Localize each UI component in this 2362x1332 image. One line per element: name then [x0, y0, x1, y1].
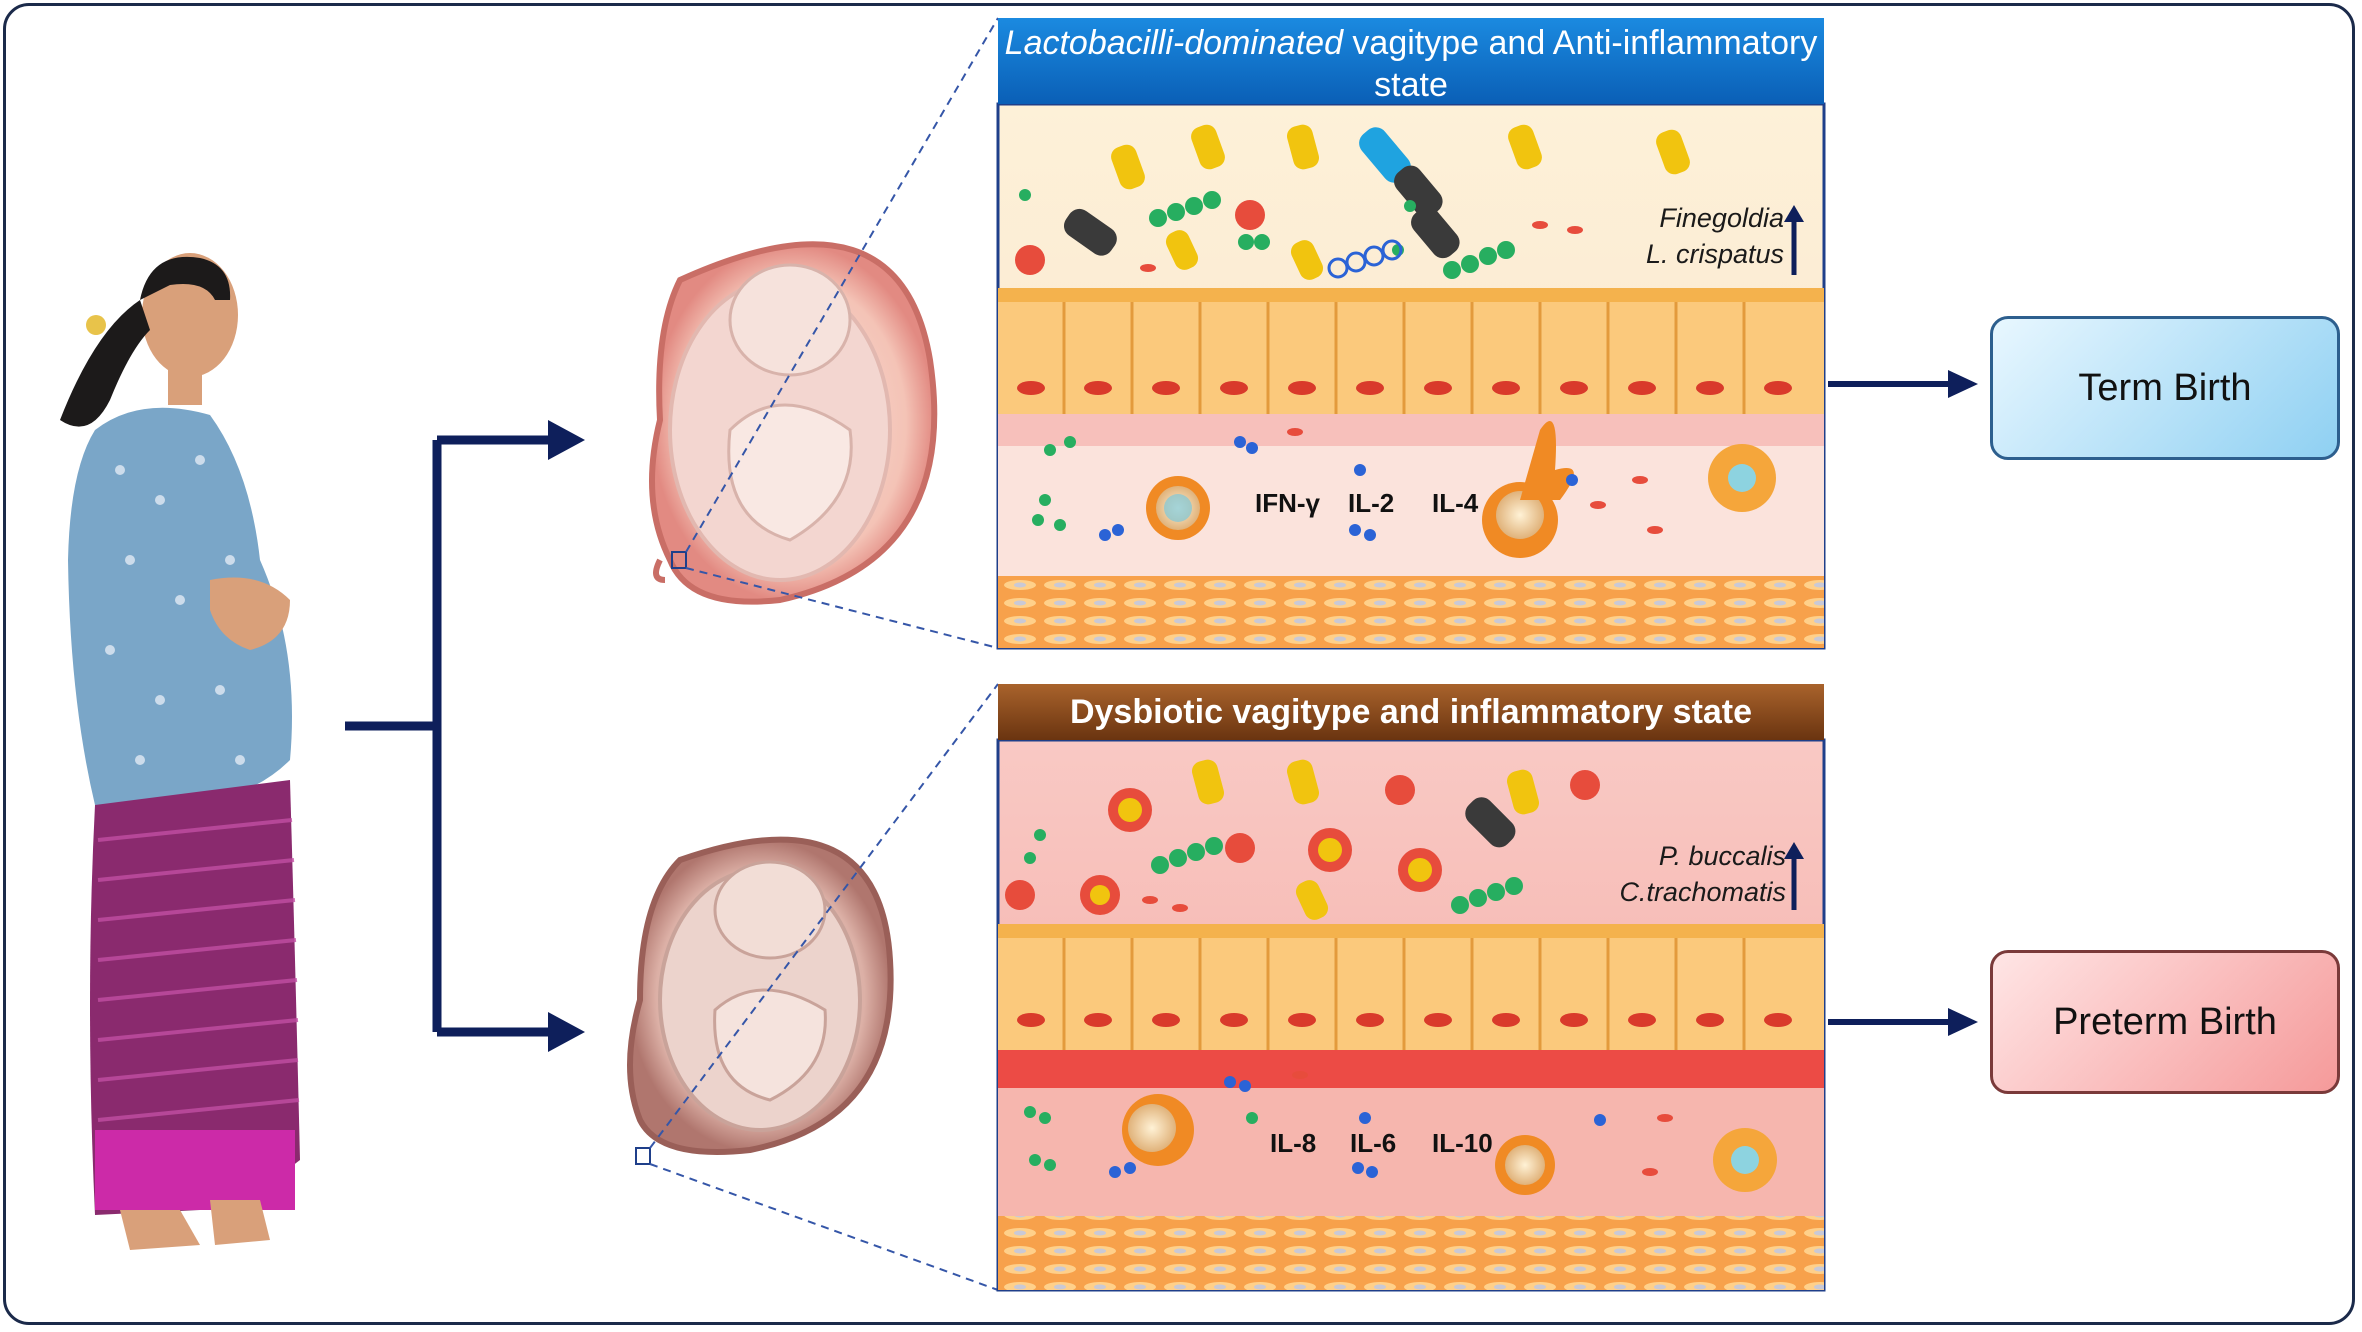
bottom-cytokine-1: IL-8 [1270, 1128, 1317, 1158]
zoom-line-top-1 [685, 17, 999, 553]
top-cytokine-3: IL-4 [1432, 488, 1479, 518]
arrow-head-top [548, 420, 585, 460]
top-panel-illustration [996, 102, 1826, 650]
bacteria-bottom [1005, 759, 1600, 920]
bottom-taxa-labels: P. buccalis C.trachomatis [1560, 838, 1786, 910]
bottom-taxa-1: P. buccalis [1658, 841, 1786, 871]
bacteria-top [1015, 124, 1690, 280]
zoom-line-bottom-1 [649, 683, 999, 1149]
top-taxa-1: Finegoldia [1659, 203, 1784, 233]
uterus-top-illustration [649, 241, 938, 605]
zoom-line-top-2 [685, 567, 999, 649]
zoom-line-bottom-2 [649, 1163, 999, 1291]
top-cytokine-2: IL-2 [1348, 488, 1395, 518]
figure-frame [3, 3, 2355, 1325]
top-taxa-labels: Finegoldia L. crispatus [1612, 200, 1784, 272]
top-panel-title: Lactobacilli-dominated vagitype and Anti… [998, 18, 1824, 104]
arrow-head-term [1948, 370, 1978, 398]
preterm-birth-box: Preterm Birth [1990, 950, 2340, 1094]
arrow-head-bottom [548, 1012, 585, 1052]
immune-cells-bottom [1122, 1094, 1777, 1195]
bottom-panel-title: Dysbiotic vagitype and inflammatory stat… [998, 684, 1824, 740]
preterm-birth-label: Preterm Birth [2053, 1000, 2277, 1043]
term-birth-box: Term Birth [1990, 316, 2340, 460]
branch-arrows [345, 435, 555, 1037]
top-panel-title-italic: Lactobacilli-dominated [1004, 24, 1343, 62]
arrow-head-preterm [1948, 1008, 1978, 1036]
bottom-panel-illustration [996, 738, 1826, 1292]
top-panel-title-rest: vagitype and Anti-inflammatory state [1342, 24, 1818, 104]
bottom-taxa-2: C.trachomatis [1619, 877, 1786, 907]
bottom-cytokine-3: IL-10 [1432, 1128, 1493, 1158]
term-birth-label: Term Birth [2078, 366, 2252, 409]
top-taxa-2: L. crispatus [1645, 239, 1784, 269]
pregnant-woman-illustration [60, 253, 300, 1250]
bottom-cytokine-2: IL-6 [1350, 1128, 1397, 1158]
immune-cells-top [1146, 421, 1776, 558]
top-cytokine-1: IFN-γ [1255, 488, 1320, 518]
